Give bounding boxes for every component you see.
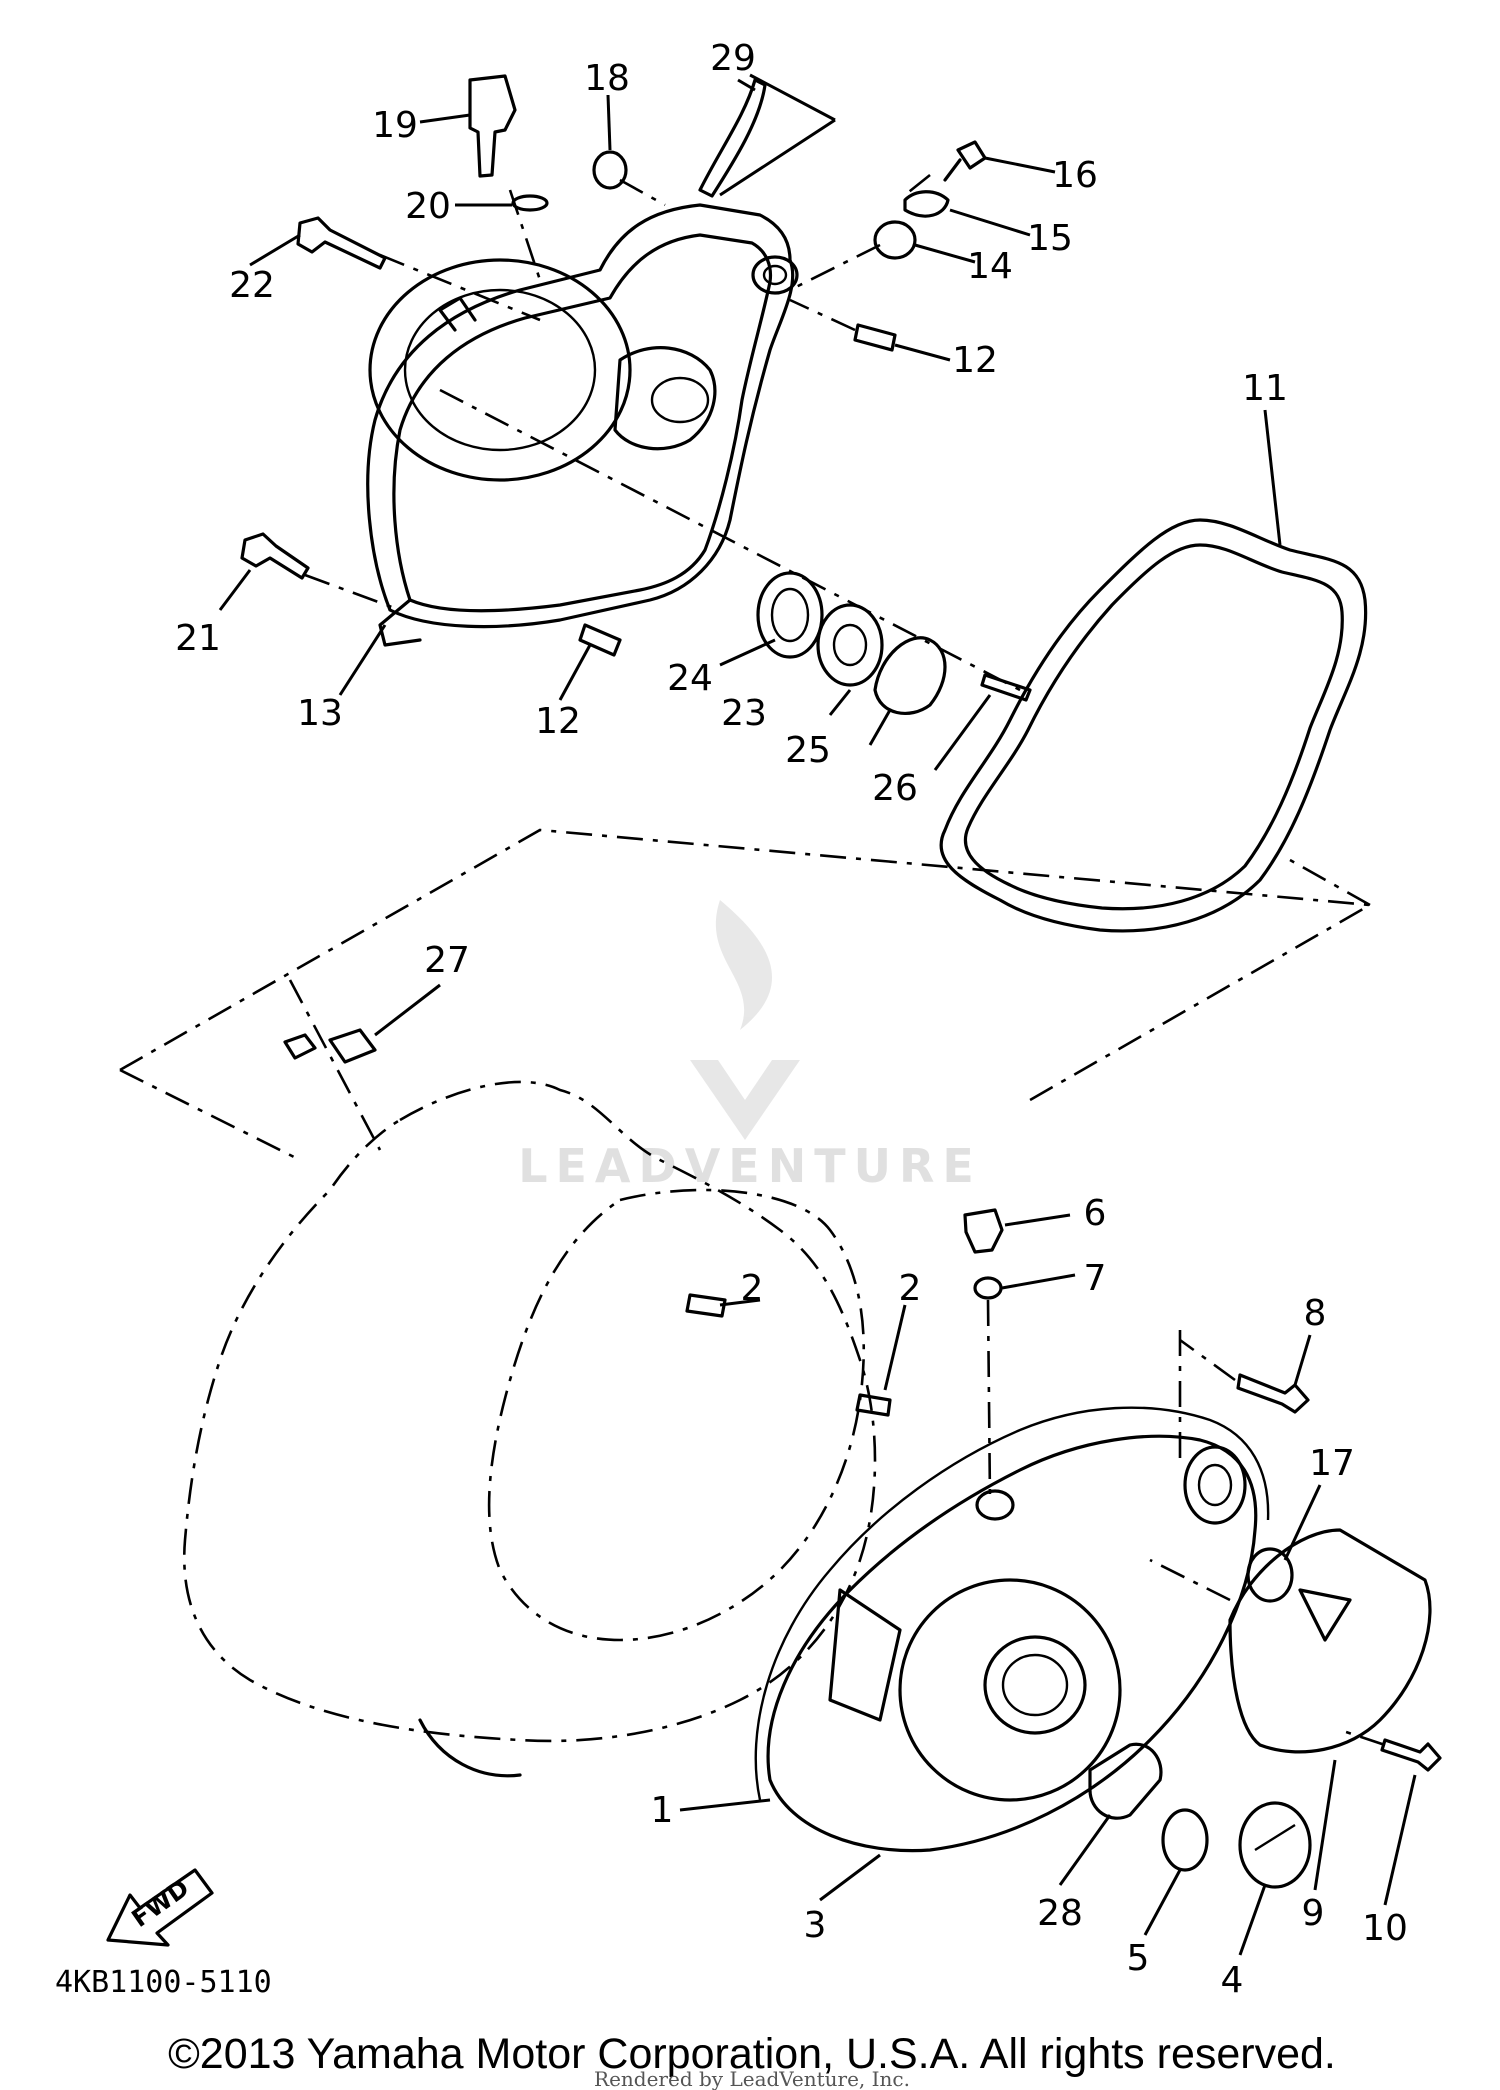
label-26: 26 xyxy=(872,768,918,809)
label-4: 4 xyxy=(1221,1960,1244,2001)
label-19: 19 xyxy=(372,105,418,146)
upper-hardware xyxy=(240,74,1032,715)
label-12a: 12 xyxy=(952,340,998,381)
label-13: 13 xyxy=(297,693,343,734)
label-1: 1 xyxy=(651,1790,674,1831)
label-17: 17 xyxy=(1309,1443,1355,1484)
crankcase-cover-gasket xyxy=(939,518,1368,933)
upper-assembly-lines xyxy=(304,173,1021,692)
label-28: 28 xyxy=(1037,1893,1083,1934)
copyright-notice: ©2013 Yamaha Motor Corporation, U.S.A. A… xyxy=(168,2030,1336,2078)
svg-text:LEADVENTURE: LEADVENTURE xyxy=(518,1139,982,1193)
lower-assembly-lines xyxy=(986,1299,1386,1747)
label-11: 11 xyxy=(1242,368,1288,409)
label-24: 24 xyxy=(667,658,713,699)
leader-lines xyxy=(218,73,1417,1956)
rendered-by-notice: Rendered by LeadVenture, Inc. xyxy=(594,2067,910,2090)
fwd-arrow-icon: FWD xyxy=(106,1868,214,1947)
label-6: 6 xyxy=(1084,1193,1107,1234)
label-12b: 12 xyxy=(535,701,581,742)
lower-hardware xyxy=(963,1208,1442,1889)
label-10: 10 xyxy=(1362,1908,1408,1949)
label-2b: 2 xyxy=(899,1268,922,1309)
label-20: 20 xyxy=(405,186,451,227)
label-2a: 2 xyxy=(741,1268,764,1309)
right-crankcase-cover xyxy=(754,1406,1270,1853)
diagram-code: 4KB1100-5110 xyxy=(55,1965,272,2000)
label-14: 14 xyxy=(967,246,1013,287)
label-23: 23 xyxy=(721,693,767,734)
engine-crankcase-outline xyxy=(183,979,892,1778)
label-5: 5 xyxy=(1127,1938,1150,1979)
label-9: 9 xyxy=(1302,1893,1325,1934)
leadventure-watermark: LEADVENTURE xyxy=(518,900,982,1193)
label-22: 22 xyxy=(229,265,275,306)
part-number-labels: 1 2 2 3 4 5 6 7 8 9 10 11 12 12 13 14 15… xyxy=(175,38,1408,2001)
fwd-label: FWD xyxy=(127,1874,195,1933)
label-27: 27 xyxy=(424,940,470,981)
label-25: 25 xyxy=(785,730,831,771)
left-crankcase-cover xyxy=(366,203,799,647)
label-18: 18 xyxy=(584,58,630,99)
label-7: 7 xyxy=(1084,1258,1107,1299)
label-29: 29 xyxy=(710,38,756,79)
label-21: 21 xyxy=(175,618,221,659)
label-8: 8 xyxy=(1304,1293,1327,1334)
label-16: 16 xyxy=(1052,155,1098,196)
label-15: 15 xyxy=(1027,218,1073,259)
reference-plane xyxy=(119,828,1375,1162)
label-3: 3 xyxy=(804,1905,827,1946)
